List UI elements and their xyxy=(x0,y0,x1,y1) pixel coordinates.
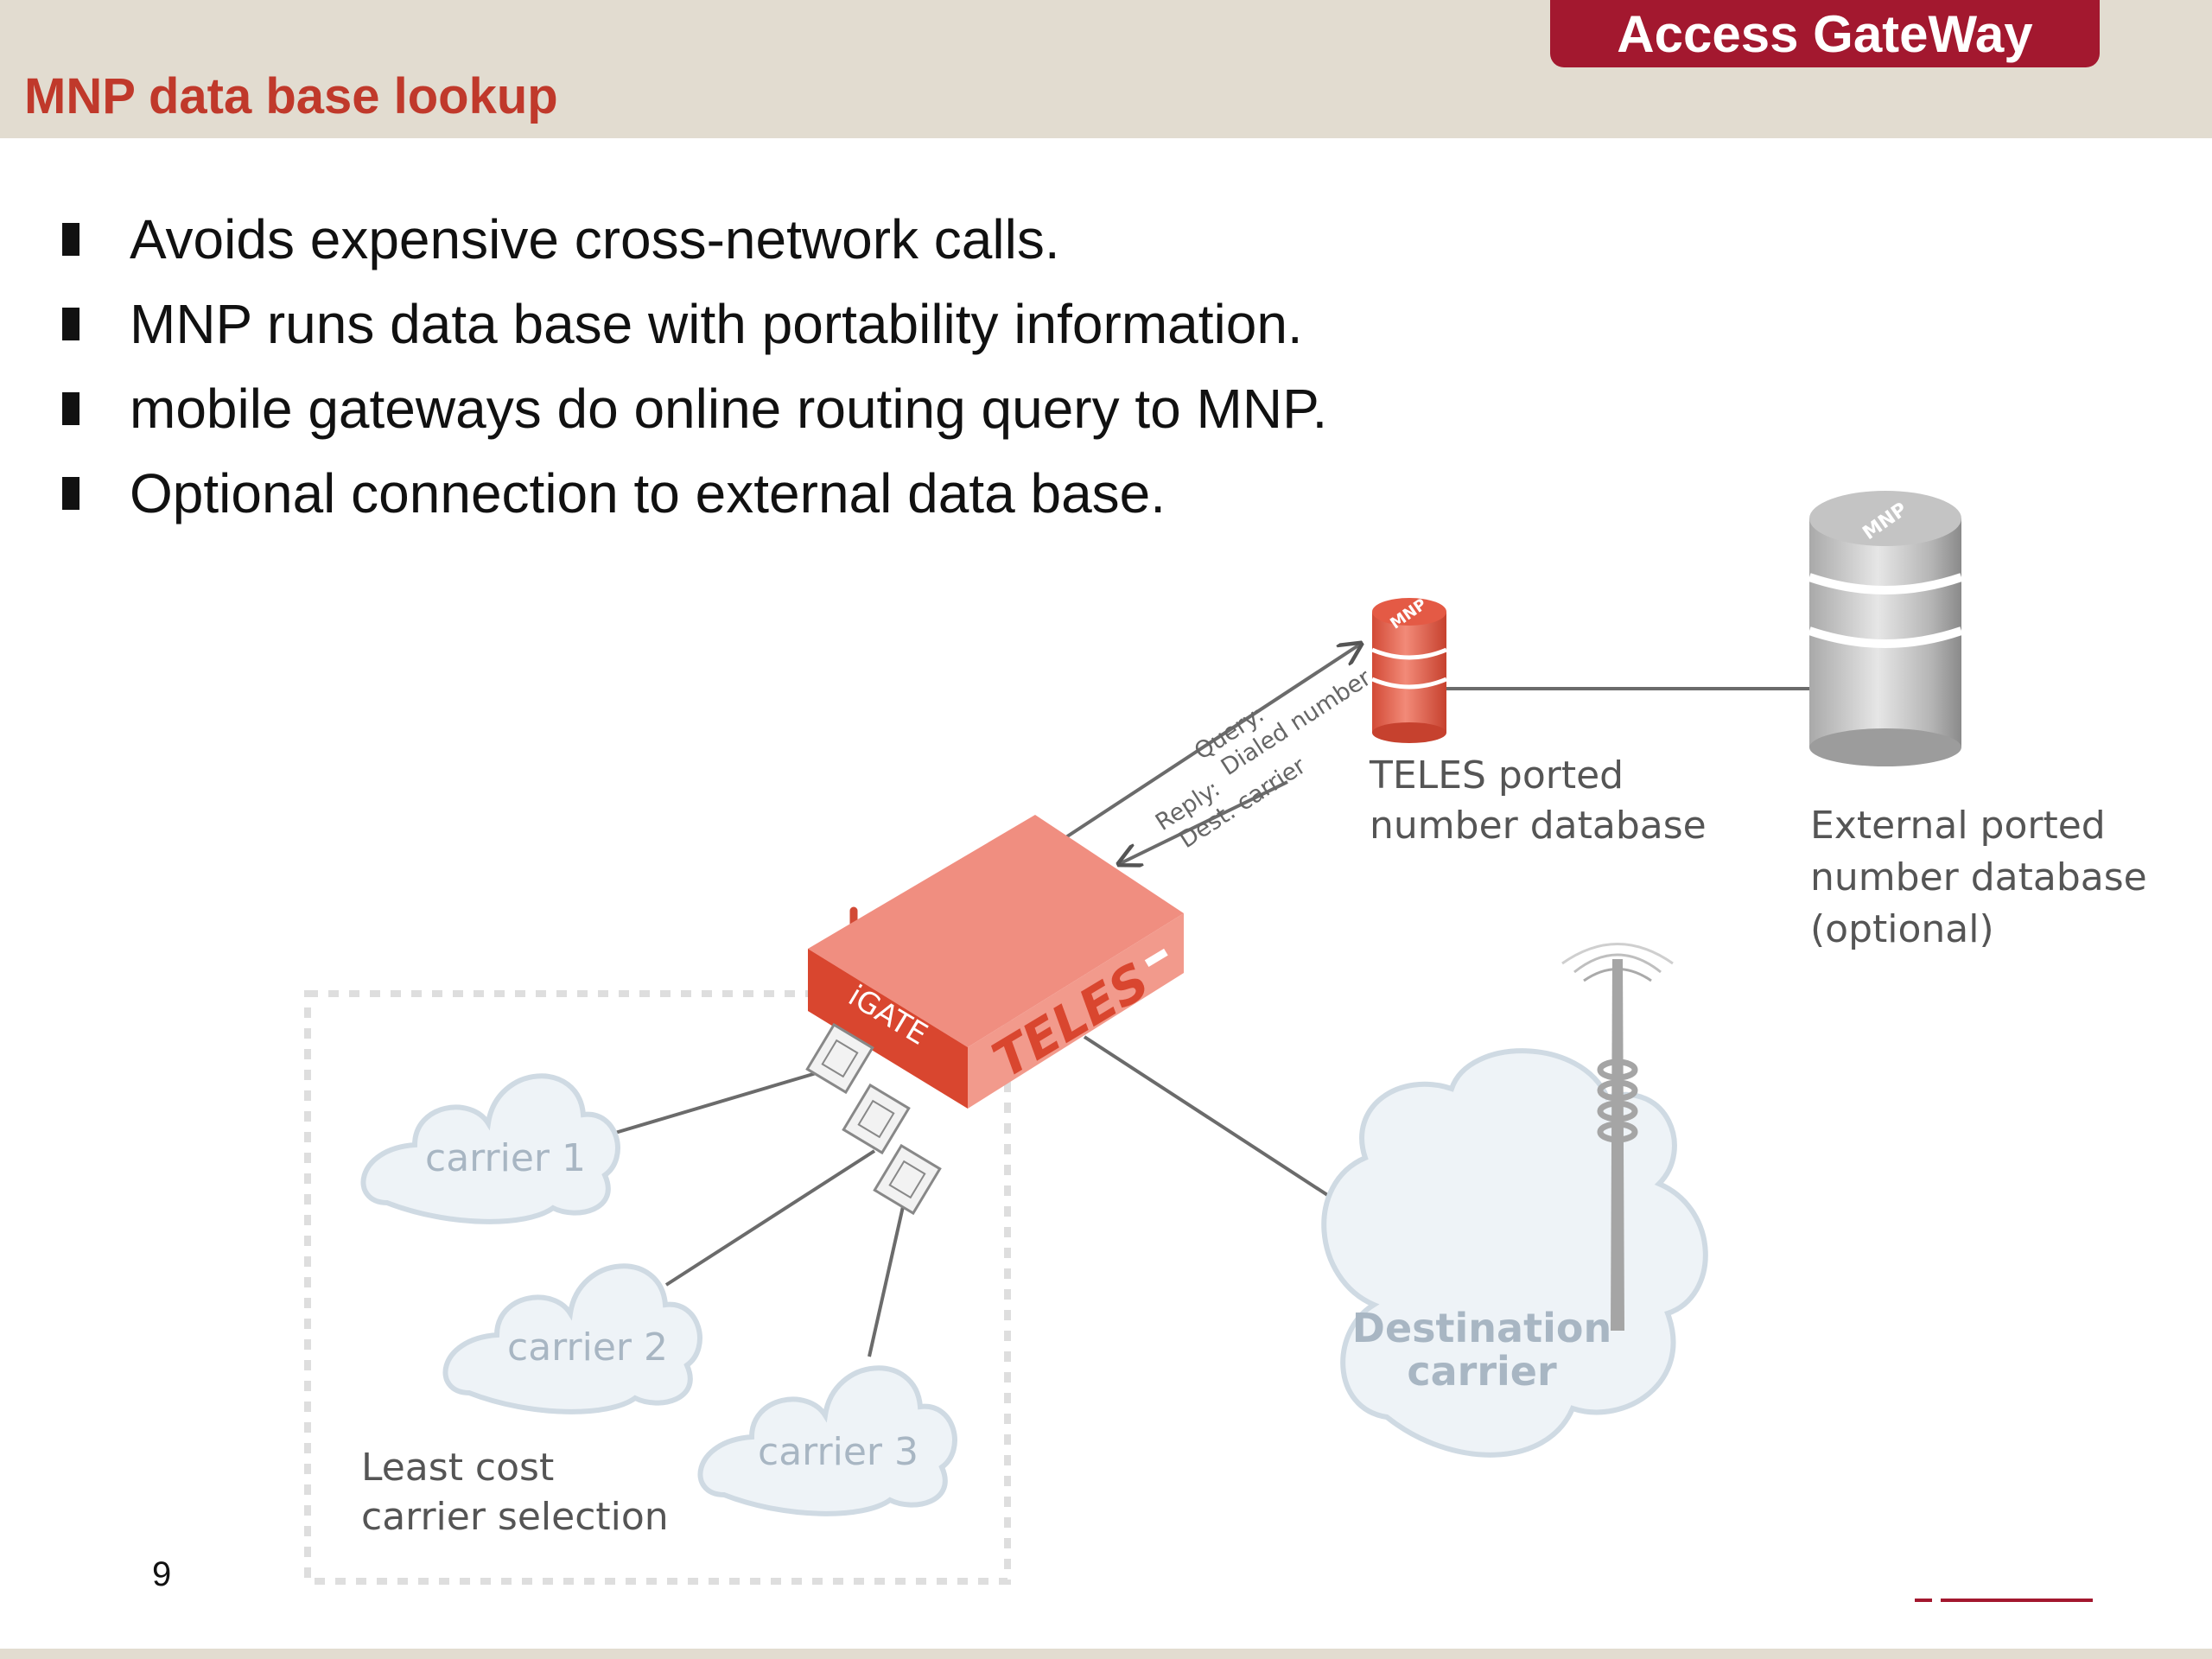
slide-title: MNP data base lookup xyxy=(24,68,558,124)
footer-mark-short xyxy=(1915,1599,1932,1602)
carrier-2-label: carrier 2 xyxy=(507,1325,668,1370)
external-db-label-line-3: (optional) xyxy=(1810,907,1994,951)
lcr-label-line-2: carrier selection xyxy=(361,1495,669,1539)
igate-gateway-icon: iGATE TELES xyxy=(808,815,1184,1109)
connector-icon xyxy=(805,1022,874,1095)
bullet-text: MNP runs data base with portability info… xyxy=(130,293,1303,355)
destination-arrow xyxy=(1083,1035,1374,1225)
destination-label-line-1: Destination xyxy=(1352,1305,1611,1351)
bullet-icon xyxy=(62,223,79,256)
destination-label-line-2: carrier xyxy=(1407,1348,1557,1395)
bullet-list: Avoids expensive cross-network calls. MN… xyxy=(60,197,1327,536)
bullet-item: mobile gateways do online routing query … xyxy=(60,366,1327,451)
carrier-3-cloud: carrier 3 xyxy=(697,1365,957,1516)
carrier-3-link xyxy=(868,1202,906,1357)
bullet-icon xyxy=(62,392,79,425)
external-mnp-database-icon: MNP xyxy=(1808,491,1963,766)
carrier-1-cloud: carrier 1 xyxy=(360,1073,620,1224)
teles-db-label-line-2: number database xyxy=(1370,804,1707,848)
carrier-3-label: carrier 3 xyxy=(758,1430,918,1474)
lcr-dashed-box xyxy=(304,990,1011,1585)
brand-tab: Access GateWay xyxy=(1550,0,2100,67)
teles-db-label-line-1: TELES ported xyxy=(1369,753,1624,798)
bullet-icon xyxy=(62,477,79,510)
bullet-icon xyxy=(62,308,79,340)
carrier-1-link xyxy=(614,1068,829,1135)
footer-bar xyxy=(0,1649,2212,1659)
lcr-label-line-1: Least cost xyxy=(361,1446,554,1490)
connector-icon xyxy=(873,1143,942,1216)
bullet-item: Avoids expensive cross-network calls. xyxy=(60,197,1327,282)
footer-mark-long xyxy=(1941,1599,2093,1602)
query-arrow xyxy=(1058,644,1361,843)
carrier-2-link xyxy=(664,1149,876,1287)
slide-number: 9 xyxy=(152,1555,172,1593)
bullet-text: mobile gateways do online routing query … xyxy=(130,378,1328,440)
external-db-label-line-1: External ported xyxy=(1810,804,2106,848)
antenna-tower-icon xyxy=(1561,943,1674,1331)
reply-arrow xyxy=(1119,780,1288,864)
bullet-text: Optional connection to external data bas… xyxy=(130,462,1166,524)
external-db-label-line-2: number database xyxy=(1810,855,2147,899)
connector-icon xyxy=(842,1083,911,1155)
bullet-item: Optional connection to external data bas… xyxy=(60,451,1327,536)
teles-mnp-database-icon: MNP xyxy=(1371,595,1447,743)
destination-carrier-cloud: Destination carrier xyxy=(1321,1048,1708,1458)
bullet-item: MNP runs data base with portability info… xyxy=(60,282,1327,366)
carrier-1-label: carrier 1 xyxy=(425,1136,586,1180)
carrier-2-cloud: carrier 2 xyxy=(442,1263,702,1414)
bullet-text: Avoids expensive cross-network calls. xyxy=(130,208,1060,270)
